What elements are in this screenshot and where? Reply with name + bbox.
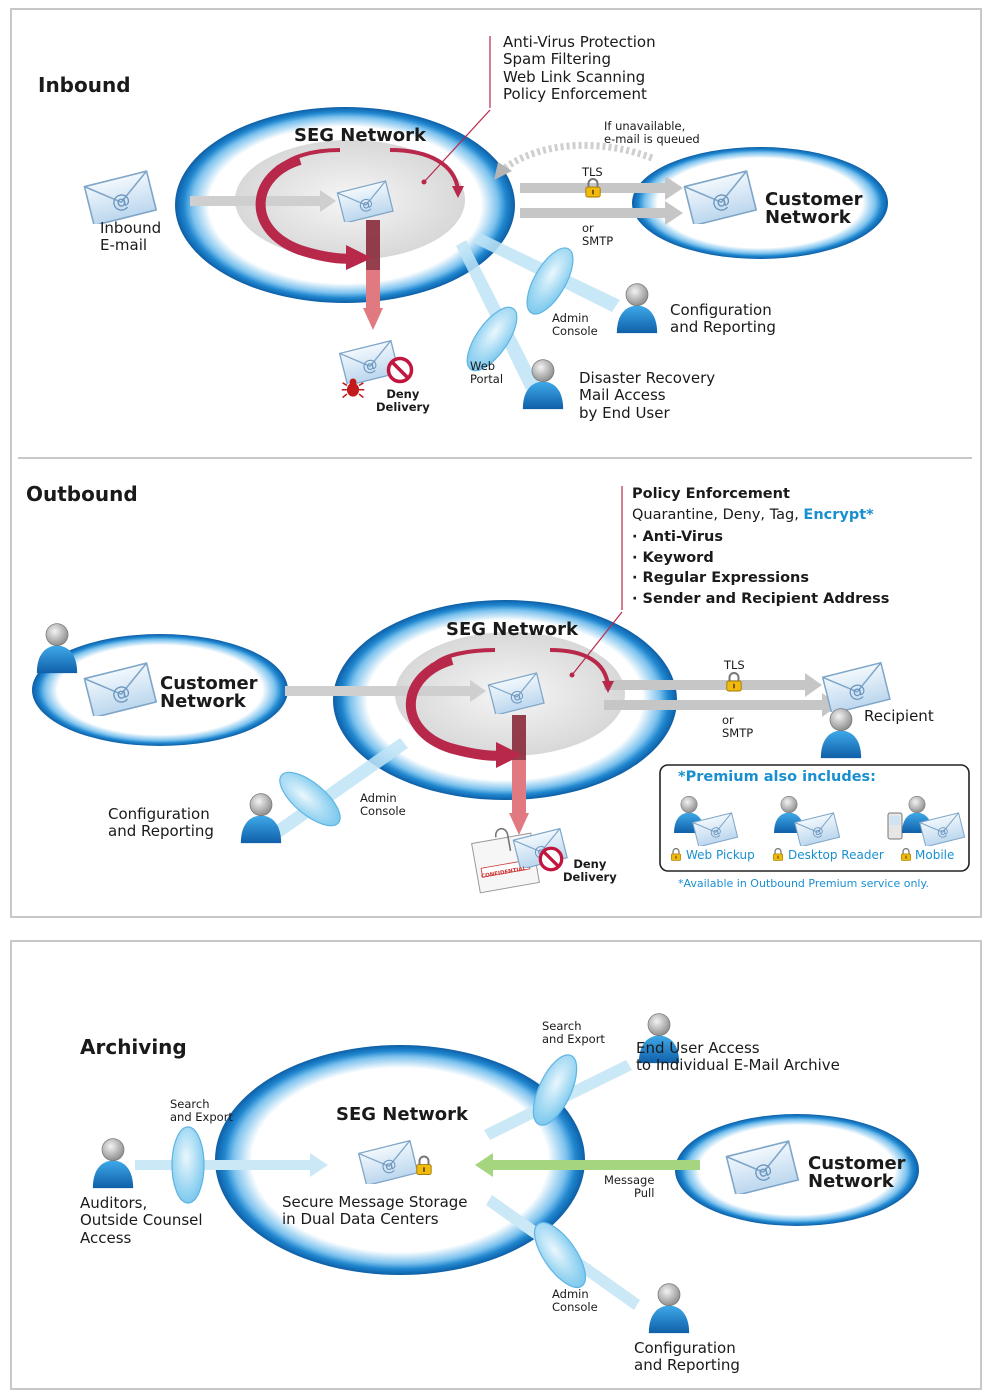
outbound-customer-ring — [32, 634, 288, 746]
archiving-seg-network-label: SEG Network — [336, 1104, 469, 1125]
message-pull-label: Message Pull — [604, 1173, 655, 1201]
disaster-recovery-label: Disaster Recovery Mail Access by End Use… — [579, 369, 716, 422]
inbound-deny-delivery: Deny Delivery — [376, 387, 430, 415]
inbound-title: Inbound — [38, 73, 131, 97]
recipient-label: Recipient — [864, 707, 934, 725]
inbound-email-label: Inbound E-mail — [100, 219, 162, 255]
feature-item: Spam Filtering — [503, 50, 611, 69]
outbound-admin-console-label: Admin Console — [360, 791, 406, 819]
feature-item: Policy Enforcement — [503, 84, 647, 103]
premium-note: *Available in Outbound Premium service o… — [678, 877, 929, 890]
outbound-deny-delivery: Deny Delivery — [563, 857, 617, 885]
outbound-or-smtp-label: or SMTP — [722, 713, 754, 741]
feature-item: Web Link Scanning — [503, 67, 646, 86]
outbound-seg-network-label: SEG Network — [446, 619, 579, 640]
outbound-customer-network-label: Customer Network — [160, 673, 258, 712]
policy-item: · Anti-Virus — [632, 529, 724, 546]
queued-note: If unavailable, e-mail is queued — [604, 119, 700, 147]
inbound-tls-label: TLS — [582, 165, 603, 179]
auditors-label: Auditors, Outside Counsel Access — [80, 1194, 203, 1247]
premium-item-desktop-reader: Desktop Reader — [788, 848, 884, 862]
search-export-top-label: Search and Export — [542, 1019, 605, 1047]
archiving-customer-network-label: Customer Network — [808, 1153, 906, 1192]
archiving-admin-console-label: Admin Console — [552, 1287, 598, 1315]
outbound-graphics — [32, 486, 970, 894]
inbound-graphics — [83, 36, 888, 410]
policy-enforcement-block: Policy Enforcement Quarantine, Deny, Tag… — [632, 484, 889, 609]
archiving-graphics — [92, 1013, 919, 1334]
premium-title: *Premium also includes: — [678, 769, 876, 785]
archiving-title: Archiving — [80, 1035, 187, 1059]
archiving-config-reporting-label: Configuration and Reporting — [634, 1339, 740, 1375]
archiving-customer-ring — [675, 1114, 919, 1226]
premium-item-web-pickup: Web Pickup — [686, 848, 755, 862]
policy-actions: Quarantine, Deny, Tag, Encrypt* — [632, 506, 874, 523]
search-export-left-label: Search and Export — [170, 1097, 233, 1125]
web-portal-label: Web Portal — [470, 359, 504, 387]
policy-title: Policy Enforcement — [632, 486, 790, 502]
outbound-tls-label: TLS — [724, 658, 745, 672]
outbound-config-reporting-label: Configuration and Reporting — [108, 805, 214, 841]
inbound-customer-network-label: Customer Network — [765, 189, 863, 228]
premium-item-mobile: Mobile — [915, 848, 955, 862]
policy-item: · Keyword — [632, 549, 714, 566]
policy-item: · Sender and Recipient Address — [632, 590, 890, 607]
end-user-access-label: End User Access to Individual E-Mail Arc… — [636, 1039, 840, 1075]
storage-label: Secure Message Storage in Dual Data Cent… — [282, 1193, 468, 1229]
inbound-customer-ring — [632, 147, 888, 259]
inbound-feature-list: Anti-Virus Protection Spam Filtering Web… — [503, 33, 656, 103]
outbound-title: Outbound — [26, 482, 138, 506]
inbound-config-reporting-label: Configuration and Reporting — [670, 301, 776, 337]
inbound-or-smtp-label: or SMTP — [582, 221, 614, 249]
inbound-admin-console-label: Admin Console — [552, 311, 598, 339]
encrypt-label: Encrypt* — [803, 506, 874, 523]
feature-item: Anti-Virus Protection — [503, 33, 656, 51]
policy-item: · Regular Expressions — [632, 570, 809, 587]
inbound-seg-network-label: SEG Network — [294, 125, 427, 146]
